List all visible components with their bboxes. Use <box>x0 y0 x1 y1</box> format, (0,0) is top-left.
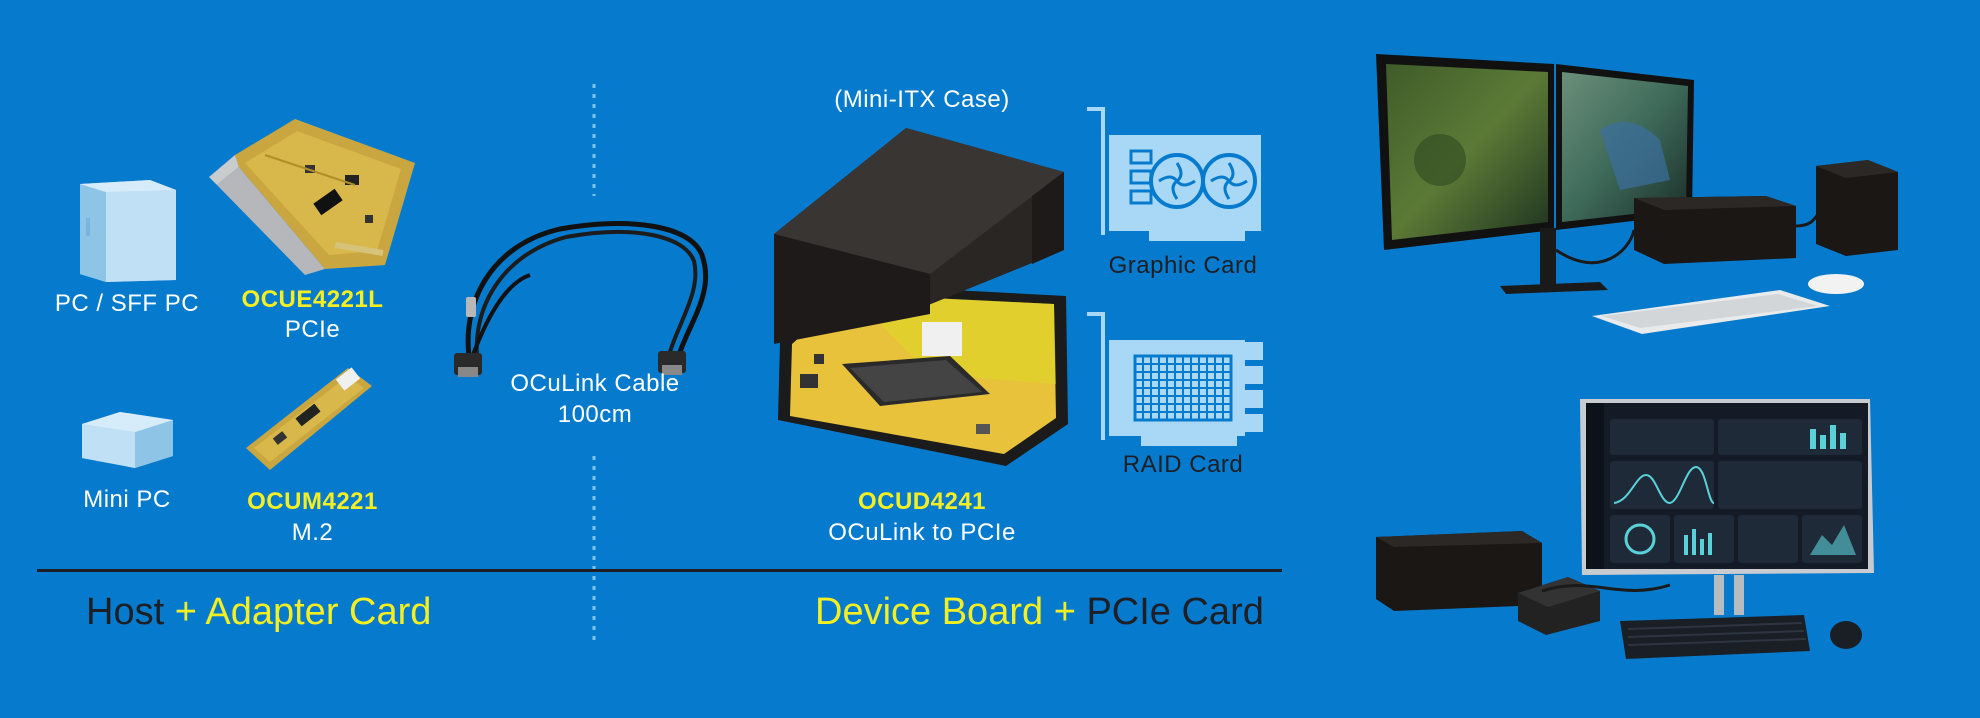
footer-adapter: Adapter Card <box>205 591 432 633</box>
footer-left-title: Host + Adapter Card <box>86 591 431 634</box>
mini-pc-illustration <box>82 412 173 468</box>
graphic-card-icon <box>1087 107 1261 241</box>
footer-device-board: Device Board <box>815 591 1044 633</box>
cable-name: OCuLink Cable <box>510 370 680 397</box>
footer-host: Host <box>86 591 165 633</box>
dual-monitor-setup-illustration <box>1376 54 1898 334</box>
footer-left-plus: + <box>174 591 197 633</box>
pcie-adapter-model: OCUE4221L <box>241 286 384 313</box>
m2-adapter-model: OCUM4221 <box>247 488 378 515</box>
dashboard-monitor-setup-illustration <box>1376 399 1874 659</box>
raid-card-icon <box>1087 312 1263 446</box>
pcie-adapter-card-illustration <box>209 119 415 275</box>
mini-pc-label: Mini PC <box>83 486 171 513</box>
m2-adapter-type: M.2 <box>291 519 334 546</box>
device-board-description: OCuLink to PCIe <box>828 519 1016 546</box>
mini-itx-case-illustration <box>774 128 1068 466</box>
m2-adapter-card-illustration <box>246 367 372 470</box>
pcie-adapter-type: PCIe <box>284 316 341 343</box>
cable-length: 100cm <box>557 401 633 428</box>
footer-right-title: Device Board + PCIe Card <box>815 591 1264 634</box>
device-board-model: OCUD4241 <box>857 488 987 515</box>
pc-sff-label: PC / SFF PC <box>54 290 200 317</box>
case-label: (Mini-ITX Case) <box>834 86 1010 113</box>
raid-card-label: RAID Card <box>1122 451 1244 478</box>
footer-right-plus: + <box>1053 591 1076 633</box>
vertical-dotted-divider <box>592 84 596 644</box>
sff-pc-illustration <box>80 180 176 282</box>
footer-pcie-card: PCIe Card <box>1086 591 1264 633</box>
graphic-card-label: Graphic Card <box>1108 252 1258 279</box>
horizontal-rule <box>37 569 1282 572</box>
oculink-cable-illustration <box>454 221 709 377</box>
